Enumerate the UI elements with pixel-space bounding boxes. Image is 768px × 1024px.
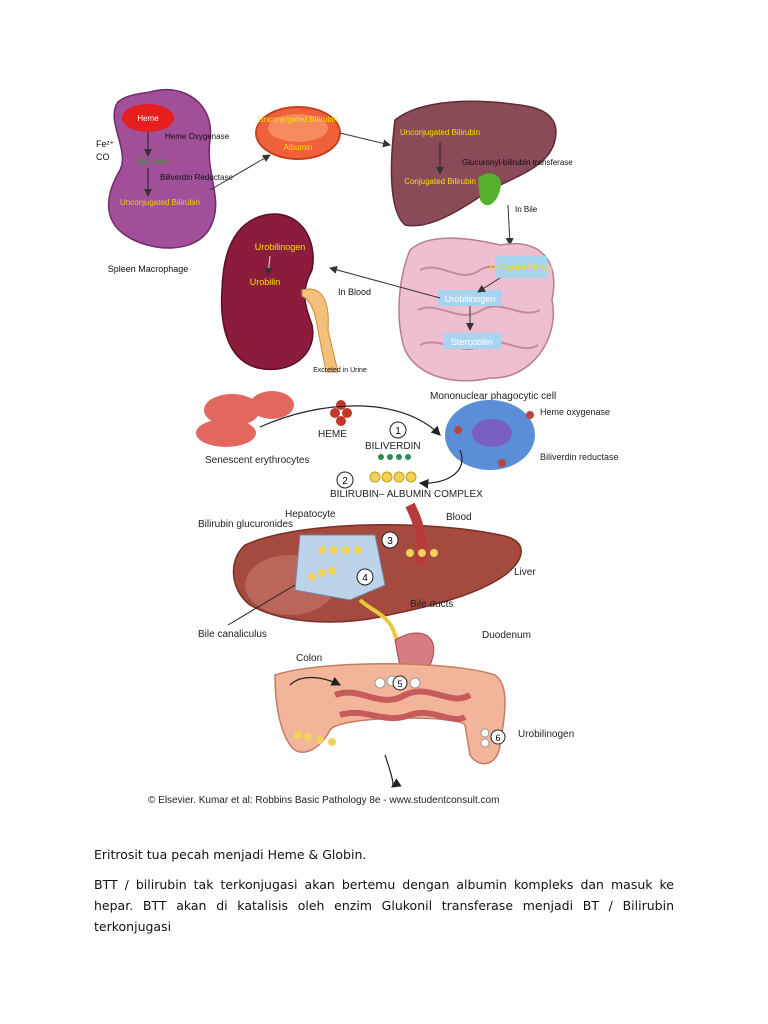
heme-oxygenase-label: Heme oxygenase [540, 407, 610, 417]
liver-conjugated: Conjugated Bilirubin [404, 177, 476, 186]
hepatocyte-label: Hepatocyte [285, 509, 336, 520]
liver-label: Liver [514, 567, 536, 578]
paragraph-1: Eritrosit tua pecah menjadi Heme & Globi… [94, 847, 367, 862]
liver-enzyme: Glucuronyl-bilirubin transferase [462, 158, 573, 167]
spleen-heme-label: Heme [137, 114, 159, 123]
complex-label: BILIRUBIN– ALBUMIN COMPLEX [330, 489, 483, 500]
spleen-biliverdin-reductase: Biliverdin Reductase [160, 173, 233, 182]
robbins-bilirubin-diagram: Senescent erythrocytes HEME Mononuclear … [148, 391, 619, 806]
kidney-urobilin: Urobilin [250, 277, 281, 287]
heme-blob [122, 104, 174, 132]
excreted-label: Excreted in Urine [313, 367, 367, 374]
spleen-heme-oxygenase: Heme Oxygenase [165, 132, 230, 141]
intestine-urobilinogen: Urobilinogen [445, 294, 496, 304]
urobilinogen-label: Urobilinogen [518, 729, 574, 740]
biliverdin-reductase-label: Biliverdin reductase [540, 452, 619, 462]
paragraph-2: BTT / bilirubin tak terkonjugasi akan be… [94, 877, 674, 934]
co-label: CO [96, 152, 110, 162]
blood-cell-unconjugated: Unconjugated Bilirubin [258, 115, 338, 124]
fe-label: Fe²⁺ [96, 139, 115, 149]
step-3: 3 [387, 536, 393, 547]
step-6: 6 [495, 733, 500, 743]
step-6-badge [490, 729, 506, 745]
bile-ducts-label: Bile ducts [410, 599, 453, 610]
bilirubin-pathway-diagram: Heme Heme Oxygenase Fe²⁺ CO Biliverdin B… [96, 88, 573, 382]
liver-unconjugated: Unconjugated Bilirubin [400, 128, 480, 137]
in-bile-label: In Bile [515, 205, 538, 214]
phagocyte-label: Mononuclear phagocytic cell [430, 391, 556, 402]
spleen-unconjugated: Unconjugated Bilirubin [120, 198, 200, 207]
blood-label: Blood [446, 512, 472, 523]
kidney-shape [220, 213, 314, 371]
step-5: 5 [397, 679, 402, 689]
senescent-label: Senescent erythrocytes [205, 455, 310, 466]
intestine-conjugated: Conjugated Bilirubin [490, 265, 553, 272]
blood-cell-albumin: Albumin [284, 143, 313, 152]
step-3-badge [381, 531, 399, 549]
step-5-badge [392, 675, 408, 691]
erythrocyte [250, 391, 294, 419]
step-2: 2 [342, 476, 348, 487]
erythrocyte [204, 394, 260, 426]
step-2-badge [336, 471, 354, 489]
credit-line: © Elsevier. Kumar et al: Robbins Basic P… [148, 795, 499, 806]
duodenum-label: Duodenum [482, 630, 531, 641]
hepatocyte-cell [294, 534, 386, 601]
step-1: 1 [395, 426, 401, 437]
canaliculus-label: Bile canaliculus [198, 629, 267, 640]
biliverdin-label: BILIVERDIN [365, 441, 421, 452]
spleen-biliverdin: Biliverdin [138, 157, 170, 166]
kidney-urobilinogen: Urobilinogen [255, 242, 306, 252]
step-4: 4 [362, 573, 368, 584]
glucuronides-label: Bilirubin glucuronides [198, 519, 293, 530]
spleen-caption: Spleen Macrophage [108, 264, 189, 274]
step-4-badge [356, 568, 374, 586]
erythrocyte [196, 419, 256, 447]
ureter [301, 288, 339, 373]
colon-label: Colon [296, 653, 322, 664]
step-1-badge [389, 421, 407, 439]
colon-shape [274, 663, 506, 765]
intestine-stercobilin: Stercobilin [451, 337, 493, 347]
liver-shape [390, 100, 557, 227]
in-blood-label: In Blood [338, 287, 371, 297]
heme-label: HEME [318, 429, 347, 440]
gallbladder [478, 173, 501, 206]
